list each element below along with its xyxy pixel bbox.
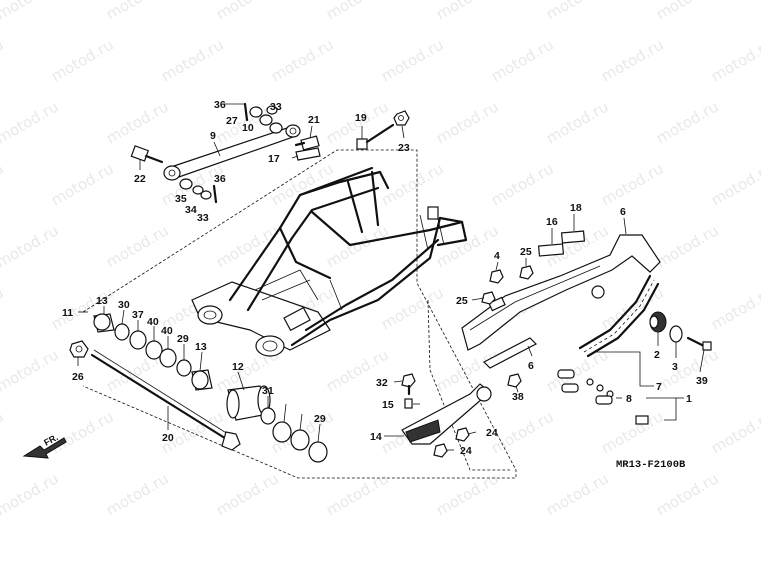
nut-4 [489, 269, 504, 284]
bolt-25 [481, 291, 496, 305]
part-label-22: 22 [134, 173, 146, 185]
nut-23 [393, 110, 410, 126]
part-label-33a: 33 [270, 101, 282, 113]
bolt-21 [294, 135, 320, 151]
swingarm-frame [191, 166, 468, 357]
part-label-29a: 29 [177, 333, 189, 345]
part-label-24b: 24 [460, 445, 472, 457]
nut-24b [433, 443, 448, 458]
label-16 [537, 243, 565, 257]
front-direction-arrow: FR. [22, 432, 67, 459]
diagram-code: MR13-F2100B [616, 459, 686, 471]
part-label-36a: 36 [214, 99, 226, 111]
label-18 [560, 230, 586, 244]
collar-15 [404, 398, 413, 409]
bolt-39 [686, 336, 712, 351]
part-label-9: 9 [210, 130, 216, 142]
bearing-28a [272, 421, 292, 443]
part-label-6b: 6 [528, 360, 534, 372]
part-label-13b: 13 [195, 341, 207, 353]
part-label-20: 20 [162, 432, 174, 444]
drive-chain [578, 274, 660, 358]
nut-26 [69, 340, 89, 358]
bolt-38 [507, 373, 522, 388]
part-label-39: 39 [696, 375, 708, 387]
chain-slider [401, 383, 492, 445]
part-label-36b: 36 [214, 173, 226, 185]
collar-3 [669, 325, 683, 343]
part-label-34: 34 [185, 204, 197, 216]
part-label-17: 17 [268, 153, 280, 165]
clip-17 [295, 147, 321, 161]
chain-plate [482, 337, 538, 369]
part-label-8: 8 [626, 393, 632, 405]
leader-lines [77, 103, 705, 451]
part-label-19: 19 [355, 112, 367, 124]
bolt-32 [401, 373, 416, 396]
bearing-28b [290, 429, 310, 451]
part-label-38: 38 [512, 391, 524, 403]
part-label-3: 3 [672, 361, 678, 373]
seal-30 [114, 323, 130, 341]
seal-29a [176, 359, 192, 377]
part-label-6a: 6 [620, 206, 626, 218]
part-label-14: 14 [370, 431, 382, 443]
part-label-35: 35 [175, 193, 187, 205]
link-washers-bottom [179, 178, 218, 204]
part-label-12: 12 [232, 361, 244, 373]
chain-group-outline [427, 299, 510, 471]
part-label-11: 11 [62, 307, 73, 319]
part-label-25b: 25 [456, 295, 468, 307]
bolt-22 [130, 145, 164, 164]
part-label-27: 27 [226, 115, 238, 127]
part-label-1: 1 [686, 393, 692, 405]
part-label-24a: 24 [486, 427, 498, 439]
part-label-32: 32 [376, 377, 388, 389]
part-label-33b: 33 [197, 212, 209, 224]
torque-link [163, 124, 301, 181]
seal-31 [260, 407, 276, 425]
seal-29b [308, 441, 328, 463]
nut-25b [519, 265, 534, 280]
pivot-collar-13a [93, 313, 115, 333]
part-label-21: 21 [308, 114, 320, 126]
part-label-group: 36 33 27 10 21 9 19 23 17 22 36 35 34 33… [62, 99, 708, 457]
part-label-25a: 25 [520, 246, 532, 258]
part-label-15: 15 [382, 399, 394, 411]
part-label-40b: 40 [161, 325, 173, 337]
part-label-10: 10 [242, 122, 254, 134]
pivot-collar-13b [191, 369, 213, 391]
part-label-26: 26 [72, 371, 84, 383]
part-label-23: 23 [398, 142, 410, 154]
part-label-40a: 40 [147, 316, 159, 328]
pivot-bolt-20 [90, 349, 241, 451]
part-label-29b: 29 [314, 413, 326, 425]
bearing-37 [129, 330, 147, 350]
nut-24a [455, 427, 470, 442]
part-label-31: 31 [262, 385, 274, 397]
part-label-2: 2 [654, 349, 660, 361]
swingarm-group-outline [82, 149, 517, 479]
part-label-16: 16 [546, 216, 558, 228]
link-washers-top [243, 102, 283, 134]
part-label-7: 7 [656, 381, 662, 393]
master-link-kit [557, 369, 649, 425]
part-label-18: 18 [570, 202, 582, 214]
collar-2 [649, 311, 667, 333]
part-label-30: 30 [118, 299, 130, 311]
chain-case [461, 234, 661, 351]
part-label-13a: 13 [96, 295, 108, 307]
part-label-4: 4 [494, 250, 500, 262]
bearing-40b [159, 348, 177, 368]
part-label-37: 37 [132, 309, 144, 321]
